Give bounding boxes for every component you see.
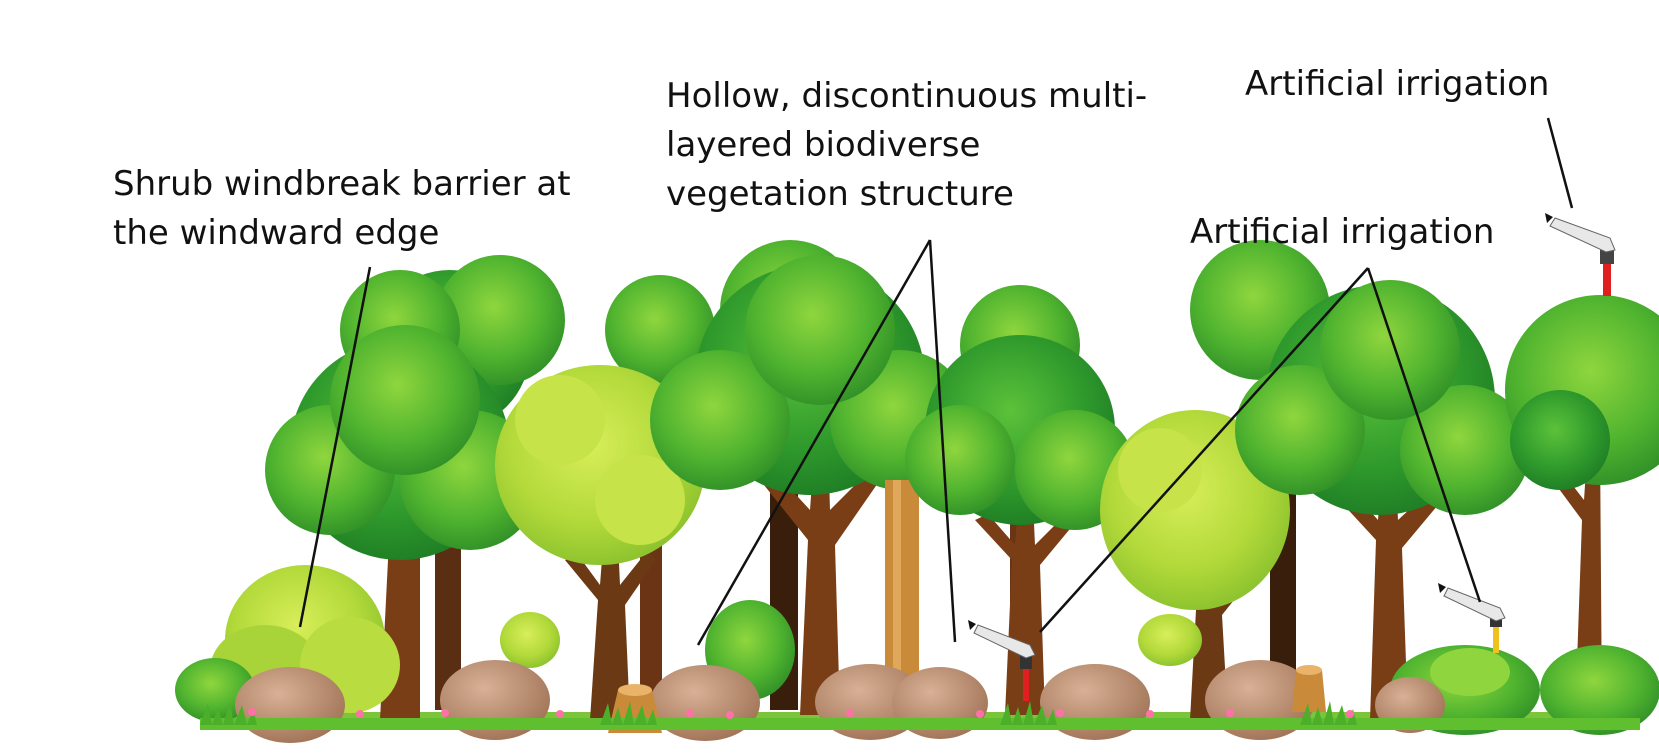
shrub-icon <box>1138 614 1202 666</box>
label-irrigation-mid: Artificial irrigation <box>1190 208 1494 257</box>
label-hollow-line-2: layered biodiverse <box>666 125 981 165</box>
label-shrub-windbreak: Shrub windbreak barrier at the windward … <box>113 160 571 258</box>
label-irrigation-mid-text: Artificial irrigation <box>1190 212 1495 252</box>
leader-lines <box>298 117 1574 646</box>
label-hollow-structure: Hollow, discontinuous multi- layered bio… <box>666 72 1147 219</box>
shrub-icon <box>500 612 560 668</box>
flower-icon <box>248 708 1354 719</box>
label-shrub-line-2: the windward edge <box>113 213 440 253</box>
leader-line-irrigation-left <box>1039 267 1369 633</box>
label-hollow-line-3: vegetation structure <box>666 174 1014 214</box>
label-shrub-line-1: Shrub windbreak barrier at <box>113 164 571 204</box>
sprinkler-icon <box>1438 583 1506 653</box>
sprinkler-icon <box>968 620 1036 701</box>
label-irrigation-top: Artificial irrigation <box>1245 60 1549 109</box>
leader-line-shrub <box>298 266 372 628</box>
leader-line-hollow-right <box>928 239 957 643</box>
tree-icon <box>650 255 970 715</box>
leader-line-irrigation-top <box>1546 117 1574 209</box>
leader-line-hollow-left <box>696 239 932 646</box>
stump-icon <box>1292 665 1326 712</box>
grass-icon <box>200 701 1640 730</box>
leader-line-irrigation-right <box>1366 267 1482 603</box>
label-hollow-line-1: Hollow, discontinuous multi- <box>666 76 1148 116</box>
tree-icon <box>1235 280 1530 720</box>
sprinkler-icon <box>1545 213 1616 296</box>
label-irrigation-top-text: Artificial irrigation <box>1245 64 1550 104</box>
shrub-icon <box>175 658 255 722</box>
